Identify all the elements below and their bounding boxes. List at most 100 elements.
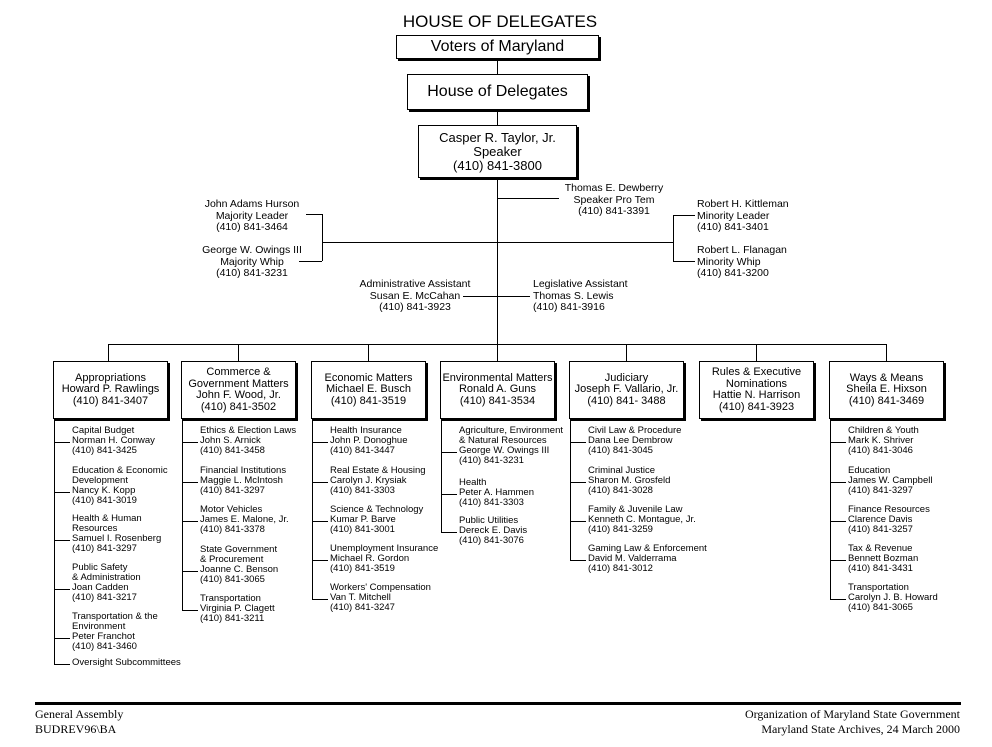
subcommittee: Agriculture, Environment& Natural Resour…	[459, 426, 563, 466]
subcommittee-line: (410) 841-3297	[848, 485, 913, 496]
subcommittee-line: (410) 841-3019	[72, 495, 137, 506]
connector	[238, 344, 239, 361]
subcommittee-line: Norman H. Conway	[72, 435, 155, 446]
leadership-line	[322, 242, 673, 243]
subcommittee-line: (410) 841-3297	[200, 485, 265, 496]
subcommittee-line: (410) 841-3297	[72, 543, 137, 554]
subcommittee-line: Children & Youth	[848, 425, 919, 436]
subcommittee-line: & Natural Resources	[459, 435, 547, 446]
subcommittee-line: Nancy K. Kopp	[72, 485, 136, 496]
subcommittee-line: Van T. Mitchell	[330, 592, 391, 603]
subcommittee-line: Michael R. Gordon	[330, 553, 410, 564]
admin-assistant-phone: (410) 841-3923	[379, 301, 451, 313]
connector	[570, 560, 586, 561]
pro-tem-role: Speaker Pro Tem	[573, 193, 655, 206]
subcommittee-line: Science & Technology	[330, 504, 424, 515]
committee-line: (410) 841- 3488	[587, 394, 666, 407]
connector	[673, 215, 695, 216]
minority-whip: Robert L. Flanagan Minority Whip (410) 8…	[697, 244, 787, 280]
footer-left-line: General Assembly	[35, 707, 124, 721]
subcommittee-line: (410) 841-3259	[588, 524, 653, 535]
subcommittee-line: (410) 841-3001	[330, 524, 395, 535]
subcommittee-line: (410) 841-3460	[72, 641, 137, 652]
subcommittee-line: John P. Donoghue	[330, 435, 408, 446]
majority-leader-role: Majority Leader	[215, 209, 289, 222]
subcommittee-line: State Government	[200, 544, 278, 555]
subcommittee-line: John S. Arnick	[200, 435, 261, 446]
subcommittee-line: Transportation	[200, 593, 261, 604]
subcommittee-line: Carolyn J. Krysiak	[330, 475, 407, 486]
connector	[54, 638, 70, 639]
committee-line: Hattie N. Harrison	[712, 389, 801, 401]
subcommittee-line: Unemployment Insurance	[330, 543, 439, 554]
subcommittee-line: Dana Lee Dembrow	[588, 435, 673, 446]
connector	[299, 261, 322, 262]
house-label: House of Delegates	[427, 83, 568, 100]
connector	[182, 442, 198, 443]
footer-left: General Assembly BUDREV96\BA	[35, 707, 123, 737]
subcommittee: Oversight Subcommittees	[72, 658, 181, 668]
subcommittee-line: Ethics & Election Laws	[200, 425, 297, 436]
subcommittee-line: (410) 841-3211	[200, 613, 265, 624]
subcommittee-line: Transportation & the	[72, 611, 158, 622]
committee-line: (410) 841-3923	[718, 400, 795, 413]
majority-leader-name: John Adams Hurson	[204, 198, 300, 210]
minority-whip-phone: (410) 841-3200	[697, 267, 769, 279]
footer-right: Organization of Maryland State Governmen…	[745, 707, 960, 737]
committee-line: (410) 841-3519	[330, 394, 407, 407]
leg-assistant-name: Thomas S. Lewis	[533, 289, 614, 302]
pro-tem: Thomas E. Dewberry Speaker Pro Tem (410)…	[559, 182, 669, 218]
connector	[441, 452, 457, 453]
connector	[54, 664, 70, 665]
minority-leader-name: Robert H. Kittleman	[697, 198, 789, 210]
connector	[830, 560, 846, 561]
subcommittee-line: (410) 841-3028	[588, 485, 653, 496]
subcommittee-line: Health	[459, 477, 487, 488]
leg-assistant-role: Legislative Assistant	[533, 278, 628, 290]
subcommittee-spine	[441, 419, 442, 533]
subcommittee-line: Virginia P. Clagett	[200, 603, 275, 614]
committee-line: (410) 841-3502	[200, 400, 277, 413]
subcommittee-line: Kumar P. Barve	[330, 514, 396, 525]
connector	[497, 344, 498, 361]
subcommittee-line: Tax & Revenue	[848, 543, 913, 554]
majority-leader: John Adams Hurson Majority Leader (410) …	[192, 198, 312, 234]
subcommittee-line: (410) 841-3431	[848, 563, 913, 574]
committee-line: Joseph F. Vallario, Jr.	[574, 383, 679, 396]
connector	[673, 261, 695, 262]
voters-label: Voters of Maryland	[430, 38, 565, 55]
subcommittee-spine	[570, 419, 571, 561]
admin-assistant-role: Administrative Assistant	[359, 278, 471, 290]
footer-rule	[35, 702, 961, 705]
connector	[673, 215, 674, 261]
subcommittee-line: (410) 841-3519	[330, 563, 395, 574]
subcommittee-line: Public Safety	[72, 562, 128, 573]
connector	[54, 540, 70, 541]
subcommittee-line: Kenneth C. Montague, Jr.	[588, 514, 696, 525]
subcommittee-line: Mark K. Shriver	[848, 435, 914, 446]
subcommittee-line: (410) 841-3447	[330, 445, 395, 456]
subcommittee-line: Carolyn J. B. Howard	[848, 592, 938, 603]
connector	[368, 344, 369, 361]
connector	[570, 521, 586, 522]
committee-line: Judiciary	[604, 371, 649, 384]
subcommittee-line: (410) 841-3046	[848, 445, 913, 456]
subcommittee-line: (410) 841-3458	[200, 445, 265, 456]
majority-whip-role: Majority Whip	[220, 255, 284, 268]
committee-line: John F. Wood, Jr.	[196, 389, 281, 401]
connector	[497, 58, 498, 74]
connector	[463, 296, 530, 297]
trunk-line	[497, 177, 498, 344]
subcommittee-line: Sharon M. Grosfeld	[588, 475, 671, 486]
committee-line: Economic Matters	[324, 371, 413, 384]
connector	[182, 521, 198, 522]
